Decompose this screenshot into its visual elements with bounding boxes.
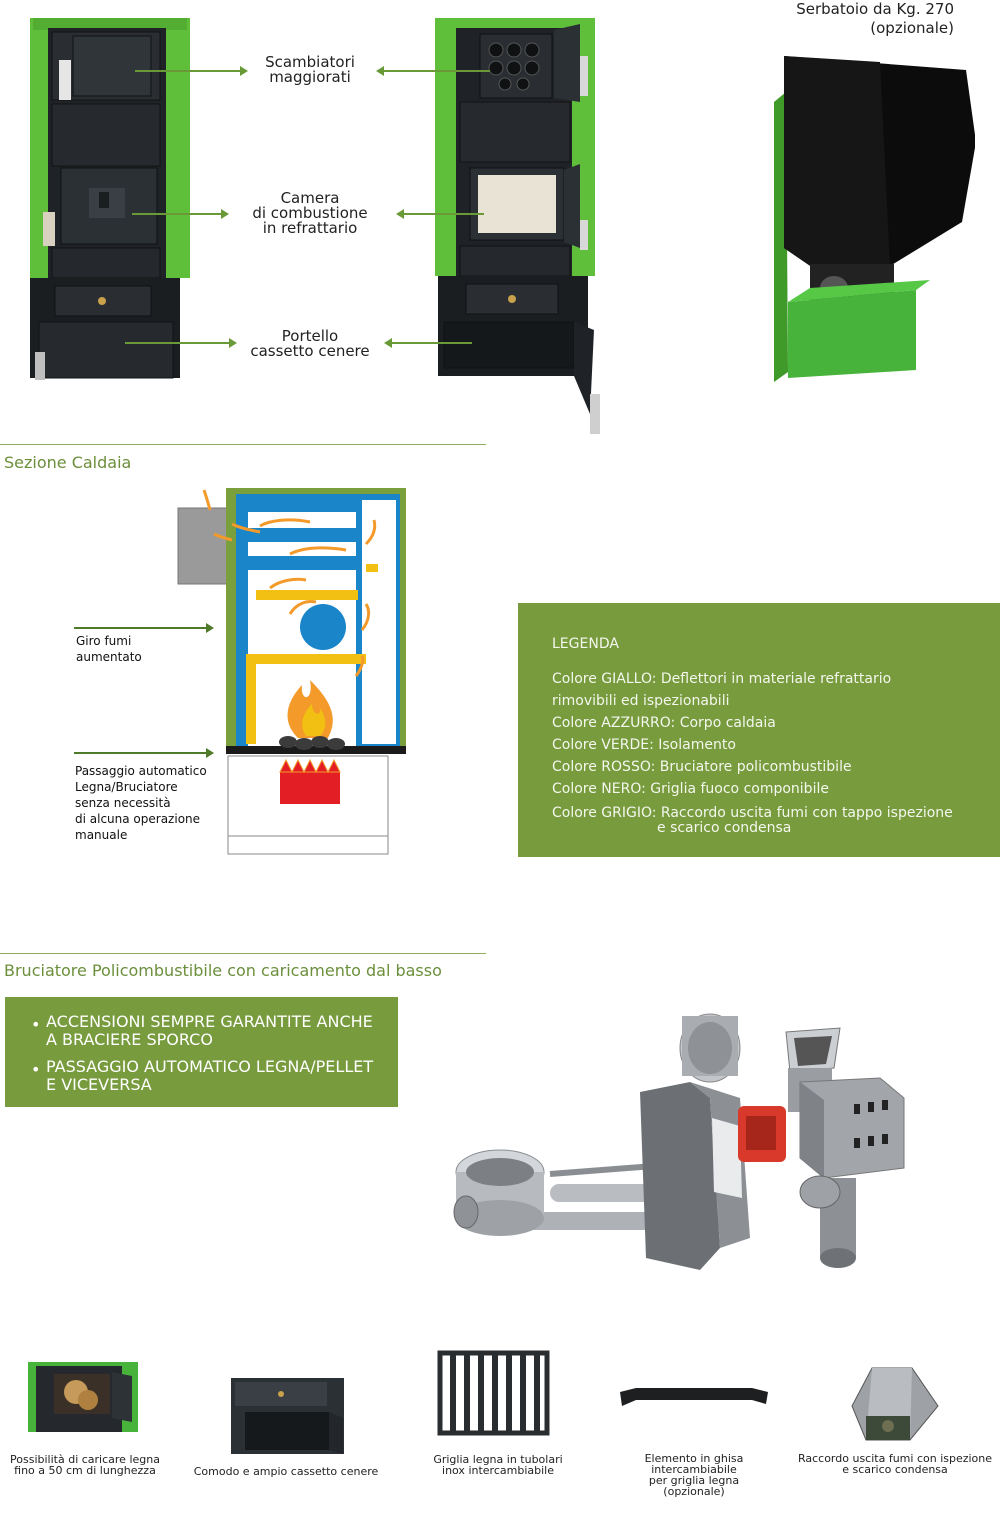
label-line: Giro fumi	[76, 634, 132, 648]
callout-tank: Serbatoio da Kg. 270 (opzionale)	[780, 0, 954, 38]
boiler-front-open	[435, 18, 600, 434]
thumb-wood-loading	[28, 1362, 138, 1432]
legend-row: Colore VERDE: Isolamento	[552, 737, 736, 753]
caption-line: Elemento in ghisa	[644, 1452, 744, 1465]
callout-line: maggiorati	[269, 68, 351, 86]
feature-item: PASSAGGIO AUTOMATICO LEGNA/PELLET E VICE…	[46, 1058, 373, 1094]
callout-line: Serbatoio da Kg. 270	[796, 0, 954, 18]
caption-line: per griglia legna	[648, 1474, 740, 1487]
feature-line: E VICEVERSA	[46, 1075, 152, 1094]
legend-box: LEGENDA Colore GIALLO: Deflettori in mat…	[518, 603, 1000, 857]
caption-ash-drawer: Comodo e ampio cassetto cenere	[186, 1466, 386, 1477]
caption-line: e scarico condensa	[842, 1463, 948, 1476]
label-line: aumentato	[76, 650, 142, 664]
feature-item: ACCENSIONI SEMPRE GARANTITE ANCHE A BRAC…	[46, 1013, 373, 1049]
thumb-flue-fitting	[851, 1367, 939, 1441]
label-line: Legna/Bruciatore	[75, 780, 178, 794]
callout-line: di combustione	[252, 204, 368, 222]
feature-line: PASSAGGIO AUTOMATICO LEGNA/PELLET	[46, 1057, 374, 1076]
legend-row: Colore AZZURRO: Corpo caldaia	[552, 715, 776, 731]
callout-line: cassetto cenere	[250, 342, 370, 360]
arrow-chamber-right	[404, 213, 484, 215]
callout-line: Scambiatori	[265, 53, 355, 71]
arrowhead	[396, 209, 404, 219]
callout-line: Camera	[280, 189, 340, 207]
caption-line: Raccordo uscita fumi con ispezione	[797, 1452, 993, 1465]
pellet-tank	[774, 56, 975, 382]
arrowhead	[221, 209, 229, 219]
section-title-burner: Bruciatore Policombustibile con caricame…	[4, 961, 442, 980]
caption-wood-loading: Possibilità di caricare legna fino a 50 …	[0, 1454, 170, 1476]
arrowhead	[206, 623, 214, 633]
arrow-exchangers-right	[384, 70, 490, 72]
legend-row: rimovibili ed ispezionabili	[552, 693, 730, 709]
label-auto-switch: Passaggio automatico Legna/Bruciatore se…	[75, 763, 207, 843]
arrowhead	[206, 748, 214, 758]
caption-flue-fitting: Raccordo uscita fumi con ispezione e sca…	[790, 1453, 1000, 1475]
caption-line: fino a 50 cm di lunghezza	[14, 1464, 156, 1477]
bullet-icon: •	[31, 1015, 41, 1034]
label-line: senza necessità	[75, 796, 171, 810]
arrow-ashdoor-left	[125, 342, 230, 344]
section-title-boiler: Sezione Caldaia	[4, 453, 132, 472]
label-line: di alcuna operazione	[75, 812, 201, 826]
bullet-icon: •	[31, 1060, 41, 1079]
thumb-ash-drawer	[231, 1378, 344, 1454]
legend-row: Colore GIALLO: Deflettori in materiale r…	[552, 671, 892, 687]
caption-line: inox intercambiabile	[442, 1464, 554, 1477]
caption-line: (opzionale)	[663, 1485, 725, 1498]
callout-ashdoor: Portello cassetto cenere	[240, 329, 380, 359]
thumb-cast-iron	[620, 1388, 768, 1406]
caption-line: intercambiabile	[651, 1463, 737, 1476]
callout-line: Portello	[281, 327, 339, 345]
arrowhead	[240, 66, 248, 76]
callout-exchangers: Scambiatori maggiorati	[250, 55, 370, 85]
boiler-section-diagram	[177, 488, 406, 855]
feature-line: A BRACIERE SPORCO	[46, 1030, 213, 1049]
callout-line: in refrattario	[262, 219, 358, 237]
legend-row: e scarico condensa	[657, 820, 792, 836]
feature-line: ACCENSIONI SEMPRE GARANTITE ANCHE	[46, 1012, 373, 1031]
label-line: manuale	[75, 828, 128, 842]
legend-row: Colore NERO: Griglia fuoco componibile	[552, 781, 829, 797]
burner-illustration	[453, 1013, 905, 1270]
label-line: Passaggio automatico	[75, 764, 207, 778]
caption-line: Possibilità di caricare legna	[10, 1453, 160, 1466]
legend-row: Colore GRIGIO: Raccordo uscita fumi con …	[552, 805, 953, 821]
legend-title: LEGENDA	[552, 636, 619, 652]
pointer-line	[74, 752, 206, 754]
arrowhead	[229, 338, 237, 348]
caption-line: Griglia legna in tubolari	[433, 1453, 563, 1466]
label-smoke-path: Giro fumi aumentato	[76, 633, 142, 665]
section-divider	[0, 953, 486, 954]
arrow-chamber-left	[132, 213, 222, 215]
thumb-grate	[437, 1350, 550, 1436]
caption-line: Comodo e ampio cassetto cenere	[193, 1465, 379, 1478]
arrow-ashdoor-right	[392, 342, 472, 344]
arrowhead	[376, 66, 384, 76]
callout-line: (opzionale)	[870, 19, 954, 37]
features-box: • ACCENSIONI SEMPRE GARANTITE ANCHE A BR…	[5, 997, 398, 1107]
callout-chamber: Camera di combustione in refrattario	[240, 191, 380, 236]
pointer-line	[74, 627, 206, 629]
arrow-exchangers-left	[135, 70, 241, 72]
legend-row: Colore ROSSO: Bruciatore policombustibil…	[552, 759, 852, 775]
caption-grate: Griglia legna in tubolari inox intercamb…	[420, 1454, 576, 1476]
caption-cast-iron: Elemento in ghisa intercambiabile per gr…	[626, 1453, 762, 1497]
boiler-front-closed	[30, 18, 190, 380]
arrowhead	[384, 338, 392, 348]
section-divider	[0, 444, 486, 445]
